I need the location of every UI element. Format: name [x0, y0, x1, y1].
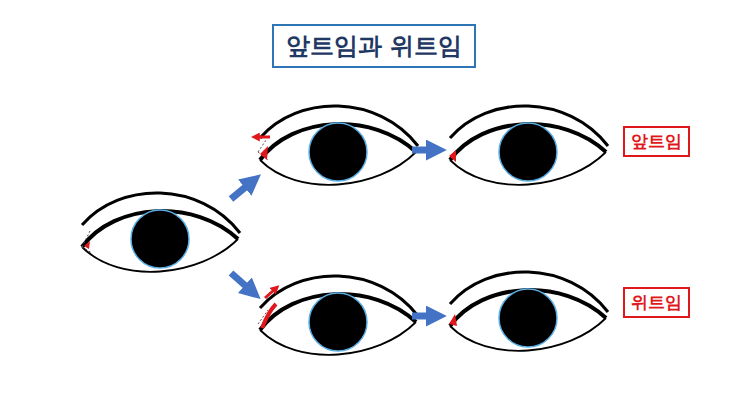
title: 앞트임과 위트임 [286, 32, 462, 60]
original-eye [82, 193, 240, 272]
result-eye [449, 106, 608, 185]
title-box: 앞트임과 위트임 [272, 24, 476, 68]
label-text: 앞트임 [631, 131, 682, 151]
flow-arrow [412, 147, 430, 154]
flow-arrow [231, 185, 248, 199]
label-box: 앞트임 [623, 126, 690, 157]
label-text: 위트임 [631, 292, 682, 312]
flow-arrow [231, 273, 248, 288]
label-box: 위트임 [623, 287, 690, 318]
inner-corner-eye [258, 106, 418, 185]
red-arrow [258, 136, 270, 139]
red-arrow [265, 290, 274, 298]
result-eye [449, 272, 608, 351]
upper-opening-eye [258, 276, 418, 355]
flow-arrow [412, 313, 430, 320]
